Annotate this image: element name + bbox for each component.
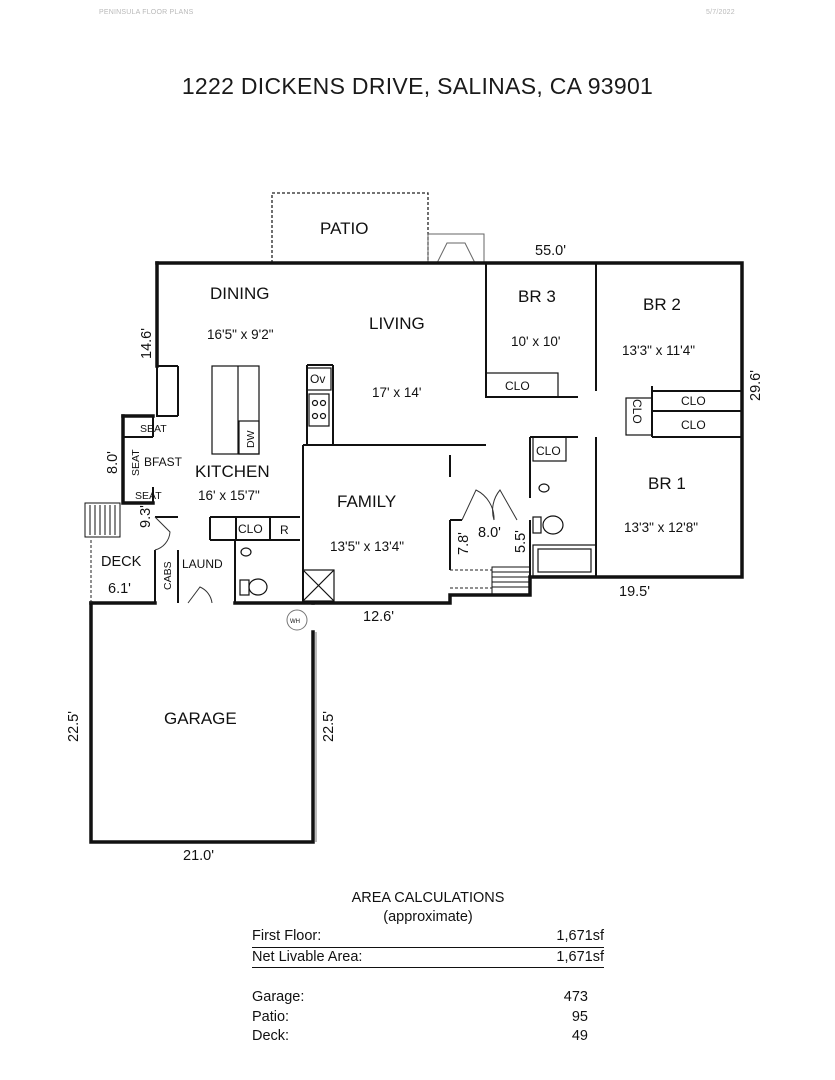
dishwasher-label: DW	[245, 430, 257, 448]
living-label: LIVING	[369, 314, 425, 333]
dim-left-mid: 8.0'	[105, 451, 121, 474]
dim-left-lower: 9.3'	[138, 505, 154, 528]
bath-fixtures	[239, 483, 597, 602]
dining-label: DINING	[210, 284, 270, 303]
dim-top: 55.0'	[535, 243, 566, 259]
br3-label: BR 3	[518, 287, 556, 306]
family-size: 13'5" x 13'4"	[330, 539, 404, 554]
area-label: Patio:	[252, 1008, 290, 1025]
area-subheading: (approximate)	[383, 909, 473, 925]
kitchen-label: KITCHEN	[195, 462, 270, 481]
company-header: PENINSULA FLOOR PLANS	[99, 9, 194, 16]
area-value: 1,671sf	[556, 948, 604, 965]
br2-label: BR 2	[643, 295, 681, 314]
dim-bottom-right: 19.5'	[619, 584, 650, 600]
area-label: Net Livable Area:	[252, 948, 363, 965]
dim-garage-bottom: 21.0'	[183, 848, 214, 864]
fireplace-outline	[427, 233, 485, 264]
dim-deck: 6.1'	[108, 581, 131, 597]
dim-garage-right: 22.5'	[321, 711, 337, 742]
area-label: First Floor:	[252, 928, 322, 944]
area-label: Garage:	[252, 989, 305, 1005]
kitchen-size: 16' x 15'7"	[198, 488, 260, 503]
dim-garage-top: 12.6'	[363, 609, 394, 625]
dim-right: 29.6'	[748, 370, 764, 401]
area-calculations: AREA CALCULATIONS (approximate) First Fl…	[252, 889, 604, 1047]
oven-label: Ov	[310, 372, 325, 386]
area-label: Deck:	[252, 1028, 290, 1044]
br1-size: 13'3" x 12'8"	[624, 520, 698, 535]
br2-size: 13'3" x 11'4"	[622, 343, 695, 358]
dim-hall-left: 7.8'	[456, 532, 472, 555]
br1-label: BR 1	[648, 474, 686, 493]
dim-hall-width: 8.0'	[478, 525, 501, 541]
seat-label-side: SEAT	[130, 449, 142, 476]
area-heading: AREA CALCULATIONS	[351, 890, 505, 906]
interior-walls	[123, 263, 742, 603]
bath-closet-label: CLO	[536, 444, 561, 458]
area-value: 49	[571, 1028, 588, 1044]
br3-size: 10' x 10'	[511, 334, 560, 349]
area-value: 473	[563, 989, 588, 1005]
garage-door	[286, 609, 317, 842]
living-size: 17' x 14'	[372, 385, 421, 400]
water-heater-label: WH	[290, 619, 300, 625]
seat-label-bottom: SEAT	[135, 490, 162, 502]
area-value: 95	[571, 1008, 588, 1025]
patio-outline	[271, 192, 429, 263]
page-title: 1222 DICKENS DRIVE, SALINAS, CA 93901	[181, 73, 654, 99]
closets	[485, 372, 653, 462]
br1-closet-label: CLO	[681, 418, 706, 432]
dining-size: 16'5" x 9'2"	[207, 327, 274, 342]
breakfast-label: BFAST	[144, 455, 183, 469]
hall-closet-label: CLO	[630, 399, 644, 424]
patio-label: PATIO	[320, 219, 369, 238]
cabinets-label: CABS	[162, 561, 174, 590]
br3-closet-label: CLO	[505, 379, 530, 393]
br2-closet-label: CLO	[681, 394, 706, 408]
garage-label: GARAGE	[164, 709, 237, 728]
laundry-label: LAUND	[182, 557, 223, 571]
steps	[84, 502, 531, 595]
area-row-garage: Garage: 473	[252, 988, 604, 1008]
area-row-net-livable: Net Livable Area: 1,671sf	[252, 948, 604, 968]
deck-label: DECK	[101, 554, 142, 570]
area-row-patio: Patio: 95	[252, 1008, 604, 1028]
doors	[154, 489, 518, 604]
laundry-closet-label: CLO	[238, 522, 263, 536]
dim-left-upper: 14.6'	[139, 328, 155, 359]
refrigerator-label: R	[280, 523, 289, 537]
dim-hall-right: 5.5'	[513, 530, 529, 553]
seat-label-top: SEAT	[140, 423, 167, 435]
area-row-deck: Deck: 49	[252, 1027, 604, 1047]
kitchen-fixtures	[211, 365, 332, 455]
dim-garage-left: 22.5'	[66, 711, 82, 742]
date-header: 5/7/2022	[706, 9, 735, 16]
deck-outline	[90, 540, 492, 603]
area-row-first-floor: First Floor: 1,671sf	[252, 927, 604, 948]
area-value: 1,671sf	[556, 928, 604, 944]
family-label: FAMILY	[337, 492, 396, 511]
